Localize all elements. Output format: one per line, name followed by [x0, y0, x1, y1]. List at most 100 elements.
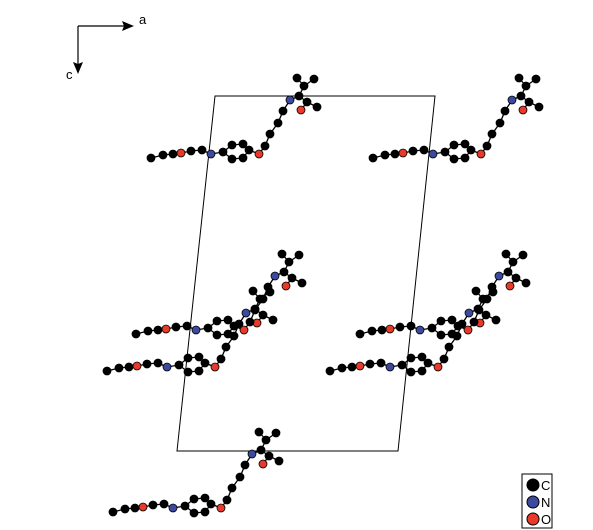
- carbon-atom: [302, 97, 312, 107]
- carbon-atom: [171, 322, 181, 332]
- carbon-atom: [183, 353, 193, 363]
- axis-c-label: c: [66, 67, 73, 82]
- carbon-atom: [355, 329, 365, 339]
- carbon-atom: [200, 507, 210, 517]
- carbon-atom: [271, 428, 281, 438]
- carbon-atom: [444, 342, 454, 352]
- legend-box: [521, 473, 553, 529]
- carbon-atom: [294, 250, 304, 260]
- carbon-atom: [174, 360, 184, 370]
- carbon-atom: [216, 354, 226, 364]
- carbon-atom: [294, 91, 304, 101]
- carbon-atom: [114, 363, 124, 373]
- carbon-atom: [227, 140, 237, 150]
- oxygen-atom: [258, 459, 268, 469]
- unit-cell: [176, 95, 436, 452]
- carbon-atom: [256, 445, 266, 455]
- oxygen-atom: [239, 325, 249, 335]
- carbon-atom: [258, 310, 268, 320]
- carbon-atom: [221, 342, 231, 352]
- carbon-atom: [297, 278, 307, 288]
- carbon-atom: [238, 139, 248, 149]
- oxygen-atom: [216, 503, 226, 513]
- nitrogen-atom: [428, 149, 438, 159]
- molecule-layer: [102, 73, 544, 518]
- carbon-atom: [238, 153, 248, 163]
- molecule: [325, 286, 501, 377]
- carbon-atom: [102, 366, 112, 376]
- carbon-atom: [518, 250, 528, 260]
- carbon-atom: [447, 315, 457, 325]
- carbon-atom: [487, 129, 497, 139]
- molecule: [146, 73, 322, 164]
- carbon-atom: [491, 315, 501, 325]
- carbon-atom: [427, 323, 437, 333]
- carbon-atom: [223, 315, 233, 325]
- oxygen-atom: [385, 324, 395, 334]
- nitrogen-atom: [241, 308, 251, 318]
- carbon-atom: [447, 329, 457, 339]
- carbon-atom: [142, 359, 152, 369]
- carbon-atom: [449, 154, 459, 164]
- molecule: [108, 427, 284, 518]
- carbon-atom: [524, 97, 534, 107]
- carbon-atom: [218, 147, 228, 157]
- nitrogen-atom: [507, 95, 517, 105]
- carbon-atom: [183, 367, 193, 377]
- carbon-atom: [212, 330, 222, 340]
- oxygen-atom: [176, 148, 186, 158]
- nitrogen-atom: [191, 325, 201, 335]
- carbon-atom: [365, 359, 375, 369]
- molecule: [355, 249, 531, 340]
- carbon-atom: [406, 321, 416, 331]
- oxygen-atom: [476, 149, 486, 159]
- carbon-atom: [274, 456, 284, 466]
- carbon-atom: [153, 325, 163, 335]
- carbon-atom: [146, 153, 156, 163]
- carbon-atom: [299, 81, 309, 91]
- carbon-atom: [186, 146, 196, 156]
- carbon-atom: [284, 257, 294, 267]
- carbon-atom: [325, 366, 335, 376]
- carbon-atom: [227, 154, 237, 164]
- carbon-atom: [503, 267, 513, 277]
- legend-n-atom-icon: [526, 495, 540, 509]
- carbon-atom: [439, 354, 449, 364]
- nitrogen-atom: [385, 362, 395, 372]
- carbon-atom: [168, 149, 178, 159]
- carbon-atom: [521, 81, 531, 91]
- carbon-atom: [153, 358, 163, 368]
- legend-n-label: N: [541, 495, 550, 510]
- carbon-atom: [521, 278, 531, 288]
- carbon-atom: [235, 472, 245, 482]
- carbon-atom: [469, 317, 479, 327]
- oxygen-atom: [518, 105, 528, 115]
- carbon-atom: [508, 257, 518, 267]
- nitrogen-atom: [247, 449, 257, 459]
- carbon-atom: [200, 358, 210, 368]
- oxygen-atom: [296, 105, 306, 115]
- carbon-atom: [312, 102, 322, 112]
- carbon-atom: [182, 321, 192, 331]
- carbon-atom: [265, 129, 275, 139]
- nitrogen-atom: [206, 149, 216, 159]
- carbon-atom: [500, 106, 510, 116]
- carbon-atom: [263, 282, 273, 292]
- carbon-atom: [260, 141, 270, 151]
- carbon-atom: [108, 507, 118, 517]
- carbon-atom: [423, 358, 433, 368]
- oxygen-atom: [161, 324, 171, 334]
- carbon-atom: [279, 267, 289, 277]
- carbon-atom: [453, 321, 463, 331]
- carbon-atom: [131, 329, 141, 339]
- carbon-atom: [474, 305, 484, 315]
- carbon-atom: [130, 503, 140, 513]
- carbon-atom: [194, 352, 204, 362]
- carbon-atom: [189, 494, 199, 504]
- molecule: [368, 73, 544, 164]
- carbon-atom: [408, 146, 418, 156]
- carbon-atom: [292, 73, 302, 83]
- oxygen-atom: [505, 281, 515, 291]
- carbon-atom: [440, 147, 450, 157]
- carbon-atom: [212, 316, 222, 326]
